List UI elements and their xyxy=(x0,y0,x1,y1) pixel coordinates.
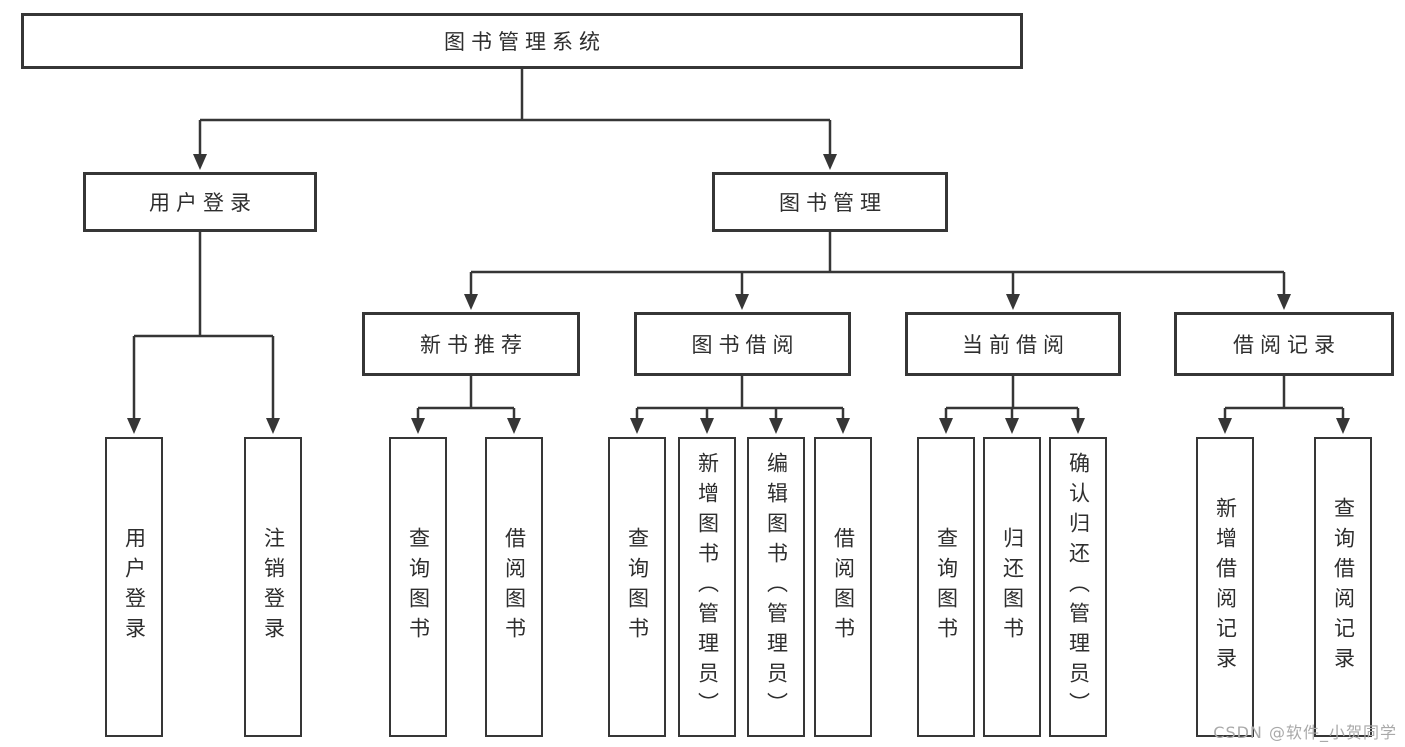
node-book-management: 图书管理 xyxy=(712,172,948,232)
leaf-edit-book-admin: 编辑图书（管理员） xyxy=(747,437,805,737)
node-borrow-records: 借阅记录 xyxy=(1174,312,1394,376)
node-book-borrow: 图书借阅 xyxy=(634,312,851,376)
leaf-return-book-label: 归还图书 xyxy=(1000,527,1025,647)
node-new-book-recommend-label: 新书推荐 xyxy=(420,333,528,357)
node-current-borrow: 当前借阅 xyxy=(905,312,1121,376)
leaf-logout-label: 注销登录 xyxy=(261,527,286,647)
leaf-query-books-current: 查询图书 xyxy=(917,437,975,737)
leaf-confirm-return-admin: 确认归还（管理员） xyxy=(1049,437,1107,737)
leaf-add-book-admin: 新增图书（管理员） xyxy=(678,437,736,737)
node-new-book-recommend: 新书推荐 xyxy=(362,312,580,376)
leaf-query-books-borrow: 查询图书 xyxy=(608,437,666,737)
node-book-borrow-label: 图书借阅 xyxy=(691,333,800,357)
leaf-borrow-books-recommend-label: 借阅图书 xyxy=(502,527,527,647)
node-root-label: 图书管理系统 xyxy=(444,30,606,54)
leaf-return-book: 归还图书 xyxy=(983,437,1041,737)
leaf-borrow-books: 借阅图书 xyxy=(814,437,872,737)
node-root: 图书管理系统 xyxy=(21,13,1023,69)
leaf-user-login-label: 用户登录 xyxy=(122,527,147,647)
node-book-management-label: 图书管理 xyxy=(779,191,887,215)
node-borrow-records-label: 借阅记录 xyxy=(1233,333,1341,357)
leaf-borrow-books-recommend: 借阅图书 xyxy=(485,437,543,737)
leaf-edit-book-admin-label: 编辑图书（管理员） xyxy=(764,452,789,722)
leaf-query-books-recommend: 查询图书 xyxy=(389,437,447,737)
leaf-add-book-admin-label: 新增图书（管理员） xyxy=(695,452,720,722)
leaf-add-borrow-record: 新增借阅记录 xyxy=(1196,437,1254,737)
leaf-query-books-current-label: 查询图书 xyxy=(934,527,959,647)
leaf-confirm-return-admin-label: 确认归还（管理员） xyxy=(1066,452,1091,722)
leaf-query-borrow-record: 查询借阅记录 xyxy=(1314,437,1372,737)
leaf-query-books-recommend-label: 查询图书 xyxy=(406,527,431,647)
leaf-add-borrow-record-label: 新增借阅记录 xyxy=(1213,497,1238,677)
leaf-borrow-books-label: 借阅图书 xyxy=(831,527,856,647)
node-user-login: 用户登录 xyxy=(83,172,317,232)
node-current-borrow-label: 当前借阅 xyxy=(962,333,1070,357)
leaf-query-borrow-record-label: 查询借阅记录 xyxy=(1331,497,1356,677)
csdn-watermark: CSDN @软件_小贺同学 xyxy=(1213,723,1397,742)
leaf-logout: 注销登录 xyxy=(244,437,302,737)
leaf-query-books-borrow-label: 查询图书 xyxy=(625,527,650,647)
leaf-user-login: 用户登录 xyxy=(105,437,163,737)
node-user-login-label: 用户登录 xyxy=(149,191,257,215)
